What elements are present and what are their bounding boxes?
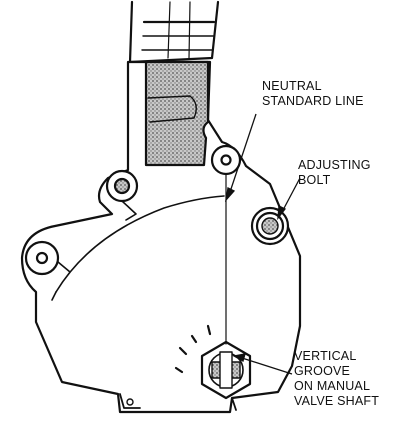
bottom-tab bbox=[119, 393, 141, 409]
label-line: VALVE SHAFT bbox=[294, 394, 380, 408]
pivot-boss-left bbox=[105, 169, 139, 221]
label-line: NEUTRAL bbox=[262, 79, 322, 93]
groove-arrowhead bbox=[232, 353, 246, 362]
neutral-arrowhead bbox=[224, 187, 236, 203]
adjusting-bolt bbox=[250, 206, 290, 246]
neutral-standard-line-label: NEUTRAL STANDARD LINE bbox=[262, 79, 364, 109]
label-line: ON MANUAL bbox=[294, 379, 371, 393]
label-line: STANDARD LINE bbox=[262, 94, 364, 108]
switch-cover bbox=[144, 60, 210, 167]
label-line: GROOVE bbox=[294, 364, 351, 378]
mounting-boss-left bbox=[24, 240, 71, 276]
label-line: ADJUSTING bbox=[298, 158, 371, 172]
adjusting-bolt-label: ADJUSTING BOLT bbox=[298, 158, 371, 188]
detent-arc bbox=[55, 195, 225, 293]
label-line: VERTICAL bbox=[294, 349, 357, 363]
vertical-groove-label: VERTICAL GROOVE ON MANUAL VALVE SHAFT bbox=[294, 349, 379, 409]
groove-leader-line bbox=[241, 357, 293, 375]
label-line: BOLT bbox=[298, 173, 331, 187]
neutral-leader-line bbox=[229, 113, 257, 193]
bolt-leader-line bbox=[281, 177, 301, 213]
bolt-arrowhead bbox=[277, 204, 286, 221]
mounting-boss-top bbox=[210, 144, 242, 176]
wire-harness bbox=[128, 0, 220, 64]
